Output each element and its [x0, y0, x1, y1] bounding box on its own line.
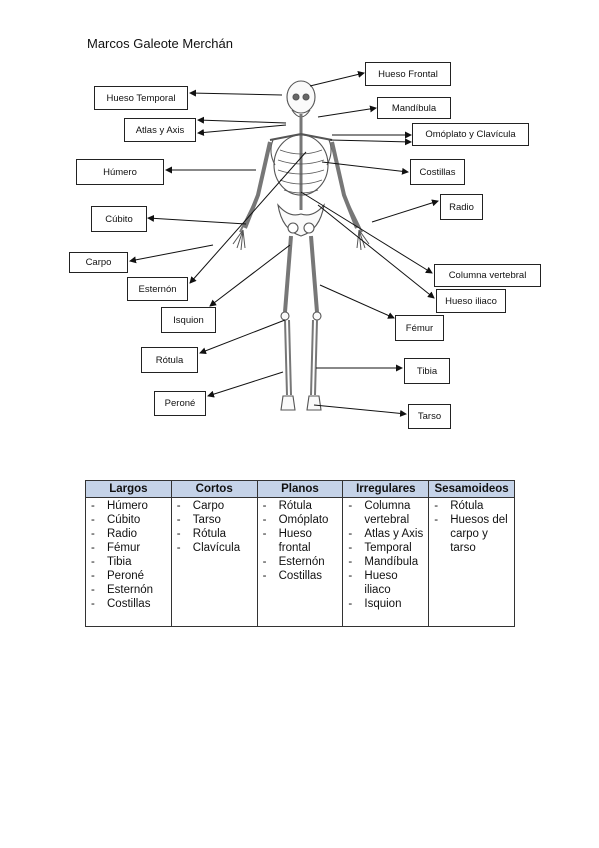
list-item: Costillas [89, 597, 168, 611]
list-item: Tibia [89, 555, 168, 569]
header-sesamoideos: Sesamoideos [428, 480, 515, 498]
list-item: Atlas y Axis [346, 527, 425, 541]
list-item: Isquion [346, 597, 425, 611]
list-item: Columna vertebral [346, 499, 425, 527]
bone-classification-table: Largos Cortos Planos Irregulares Sesamoi… [85, 480, 515, 627]
label-rotula: Rótula [141, 347, 198, 373]
list-item: Rótula [175, 527, 254, 541]
list-item: Esternón [89, 583, 168, 597]
label-carpo: Carpo [69, 252, 128, 273]
list-item: Cúbito [89, 513, 168, 527]
author-name: Marcos Galeote Merchán [87, 36, 233, 51]
list-item: Peroné [89, 569, 168, 583]
list-item: Radio [89, 527, 168, 541]
list-item: Costillas [261, 569, 340, 583]
list-item: Omóplato [261, 513, 340, 527]
list-item: Hueso frontal [261, 527, 340, 555]
label-tarso: Tarso [408, 404, 451, 429]
skeleton-figure [232, 80, 370, 411]
header-irregulares: Irregulares [342, 480, 430, 498]
list-item: Fémur [89, 541, 168, 555]
label-cubito: Cúbito [91, 206, 147, 232]
skeleton-diagram [129, 71, 439, 417]
list-item: Esternón [261, 555, 340, 569]
column-sesamoideos: Rótula Huesos del carpo y tarso [428, 497, 515, 627]
label-radio: Radio [440, 194, 483, 220]
label-costillas: Costillas [410, 159, 465, 185]
label-atlas-axis: Atlas y Axis [124, 118, 196, 142]
label-humero: Húmero [76, 159, 164, 185]
list-item: Clavícula [175, 541, 254, 555]
list-item: Huesos del carpo y tarso [432, 513, 511, 555]
label-femur: Fémur [395, 315, 444, 341]
label-tibia: Tibia [404, 358, 450, 384]
label-perone: Peroné [154, 391, 206, 416]
label-omoplato-clavicula: Omóplato y Clavícula [412, 123, 529, 146]
list-item: Mandíbula [346, 555, 425, 569]
label-esternon: Esternón [127, 277, 188, 301]
list-item: Rótula [261, 499, 340, 513]
label-hueso-temporal: Hueso Temporal [94, 86, 188, 110]
header-planos: Planos [256, 480, 344, 498]
table-header-row: Largos Cortos Planos Irregulares Sesamoi… [85, 480, 515, 498]
list-item: Hueso iliaco [346, 569, 425, 597]
column-irregulares: Columna vertebral Atlas y Axis Temporal … [342, 497, 430, 627]
list-item: Húmero [89, 499, 168, 513]
column-largos: Húmero Cúbito Radio Fémur Tibia Peroné E… [85, 497, 172, 627]
label-mandibula: Mandíbula [377, 97, 451, 119]
label-columna-vertebral: Columna vertebral [434, 264, 541, 287]
header-cortos: Cortos [170, 480, 258, 498]
table-row: Húmero Cúbito Radio Fémur Tibia Peroné E… [85, 497, 515, 627]
list-item: Rótula [432, 499, 511, 513]
column-cortos: Carpo Tarso Rótula Clavícula [170, 497, 258, 627]
list-item: Carpo [175, 499, 254, 513]
label-hueso-frontal: Hueso Frontal [365, 62, 451, 86]
pointer-arrows [129, 71, 439, 417]
header-largos: Largos [85, 480, 172, 498]
list-item: Tarso [175, 513, 254, 527]
label-isquion: Isquion [161, 307, 216, 333]
label-hueso-iliaco: Hueso iliaco [436, 289, 506, 313]
column-planos: Rótula Omóplato Hueso frontal Esternón C… [256, 497, 344, 627]
list-item: Temporal [346, 541, 425, 555]
